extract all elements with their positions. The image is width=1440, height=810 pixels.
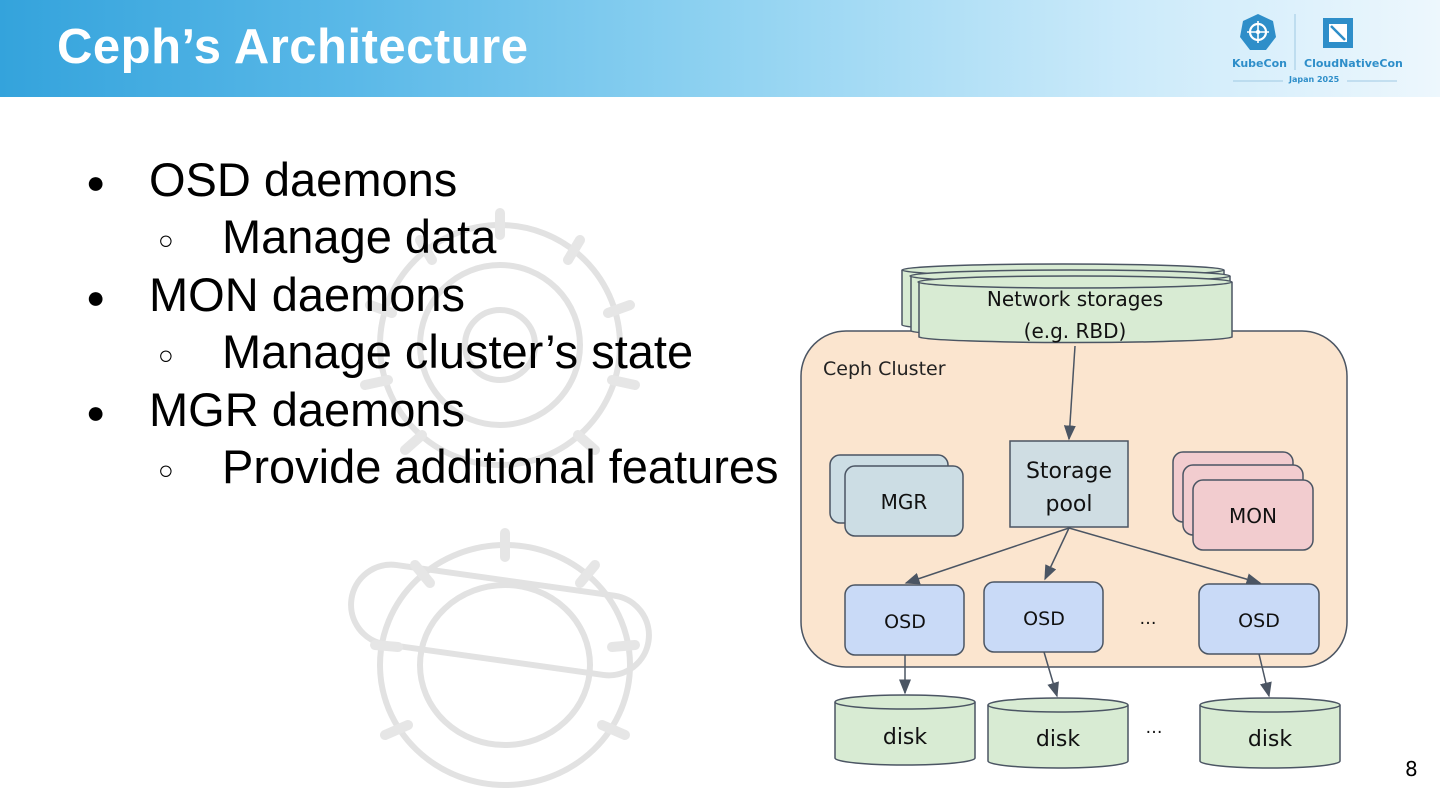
- mgr-label: MGR: [881, 490, 928, 514]
- bullet-marker: ●: [86, 279, 106, 315]
- ceph-architecture-diagram: Ceph Cluster Network storages (e.g. RBD)…: [800, 263, 1348, 769]
- event-logo: KubeCon CloudNativeCon Japan 2025: [1225, 10, 1425, 90]
- bullet-mgr-daemons: MGR daemons: [149, 383, 466, 436]
- kubecon-logo-icon: [1233, 14, 1397, 82]
- sub-bullet-marker: ○: [158, 225, 174, 255]
- bullet-osd-daemons: OSD daemons: [149, 153, 458, 206]
- sub-bullet-marker: ○: [158, 455, 174, 485]
- sub-bullet-manage-cluster-state: Manage cluster’s state: [222, 325, 694, 378]
- disk-cylinder: [1199, 705, 1341, 769]
- cloudnativecon-label: CloudNativeCon: [1304, 57, 1403, 70]
- sub-bullet-provide-features: Provide additional features: [222, 440, 779, 493]
- network-storage-label-line2: (e.g. RBD): [1024, 319, 1127, 343]
- disk-cylinder: [987, 705, 1129, 769]
- osd-box: [983, 581, 1104, 653]
- bullet-mon-daemons: MON daemons: [149, 268, 466, 321]
- event-label: Japan 2025: [1289, 75, 1340, 84]
- osd-label: OSD: [884, 611, 926, 633]
- mon-label: MON: [1229, 504, 1277, 528]
- network-storage-cylinders: [901, 263, 1233, 344]
- disk-label: disk: [883, 725, 928, 750]
- disk-ellipsis: …: [1146, 718, 1163, 738]
- bullet-marker: ●: [86, 164, 106, 200]
- bullet-marker: ●: [86, 394, 106, 430]
- disk-label: disk: [1248, 727, 1293, 752]
- gear-watermark-icon: [348, 208, 652, 788]
- storage-pool-box: [1009, 440, 1129, 528]
- mgr-box-stack: [829, 454, 964, 537]
- disk-label: disk: [1036, 727, 1081, 752]
- osd-label: OSD: [1023, 608, 1065, 630]
- osd-ellipsis: …: [1140, 609, 1157, 629]
- storage-pool-label-line1: Storage: [1026, 459, 1112, 484]
- sub-bullet-manage-data: Manage data: [222, 210, 497, 263]
- header-bar: Ceph’s Architecture KubeCon CloudNativeC…: [0, 0, 1440, 97]
- mon-box-stack: [1172, 451, 1314, 551]
- storage-pool-label-line2: pool: [1046, 492, 1093, 517]
- sub-bullet-marker: ○: [158, 340, 174, 370]
- page-number: 8: [1405, 757, 1418, 781]
- network-storage-label-line1: Network storages: [987, 287, 1163, 311]
- disk-cylinder: [834, 702, 976, 766]
- kubecon-label: KubeCon: [1232, 57, 1287, 70]
- bullet-list: ● OSD daemons ○ Manage data ● MON daemon…: [0, 0, 800, 520]
- slide-title: Ceph’s Architecture: [57, 20, 529, 74]
- osd-label: OSD: [1238, 610, 1280, 632]
- cluster-label: Ceph Cluster: [823, 358, 946, 380]
